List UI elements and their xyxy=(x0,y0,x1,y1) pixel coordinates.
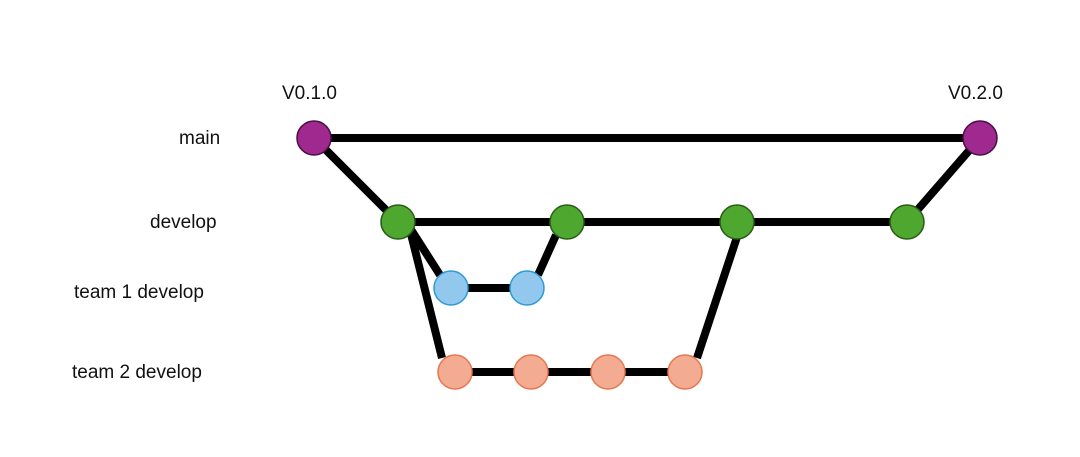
edge-m1-d1 xyxy=(311,135,401,225)
branch-label-main: main xyxy=(179,128,221,149)
tag-label-v0-2-0: V0.2.0 xyxy=(948,83,1003,104)
branch-label-team-2-develop: team 2 develop xyxy=(72,362,202,383)
commit-node-d2 xyxy=(549,204,585,240)
edge-d1-t2a xyxy=(406,229,446,359)
commit-edges xyxy=(311,134,984,376)
commit-nodes xyxy=(296,120,998,390)
edge-d4-m2 xyxy=(903,135,984,225)
tag-label-v0-1-0: V0.1.0 xyxy=(282,83,337,104)
commit-node-t2b xyxy=(513,354,549,390)
commit-node-m1 xyxy=(296,120,332,156)
commit-node-m2 xyxy=(962,120,998,156)
commit-node-d4 xyxy=(889,204,925,240)
commit-node-d1 xyxy=(380,204,416,240)
branch-label-develop: develop xyxy=(150,212,217,233)
commit-node-t2c xyxy=(590,354,626,390)
commit-node-d3 xyxy=(719,204,755,240)
edge-t1b-d2 xyxy=(534,233,560,277)
branch-label-team-1-develop: team 1 develop xyxy=(74,282,204,303)
commit-node-t1b xyxy=(509,270,545,306)
commit-node-t2d xyxy=(667,354,703,390)
commit-node-t2a xyxy=(437,354,473,390)
edge-t2d-d3 xyxy=(693,235,741,360)
commit-node-t1a xyxy=(433,270,469,306)
